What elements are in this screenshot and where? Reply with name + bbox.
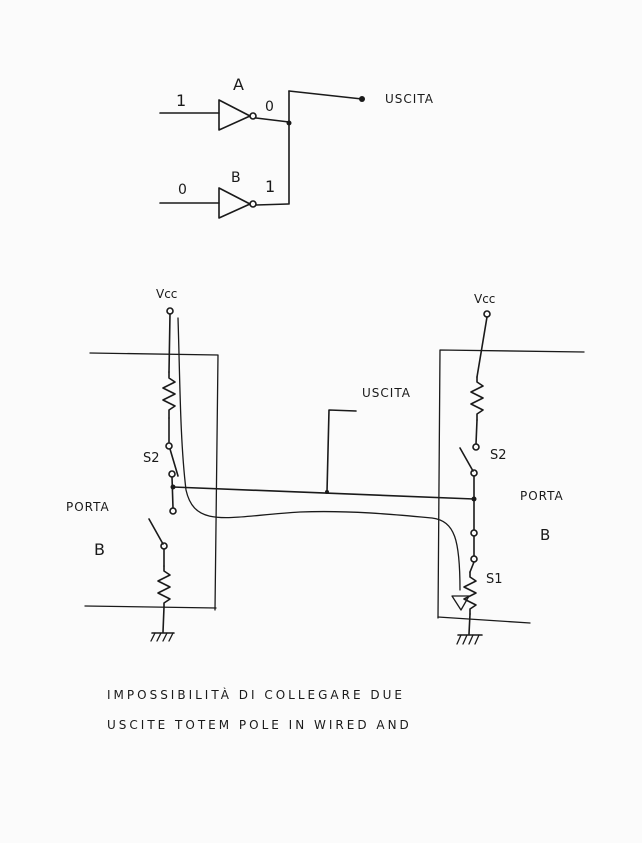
not-gate-b [159,187,289,219]
gate-right-title: PORTA [520,489,564,503]
current-path [177,317,470,611]
gate-right-boundary [437,349,585,624]
vcc-right-label: Vcc [474,292,495,306]
output-connection [170,409,477,502]
input-a-value: 1 [176,91,186,110]
caption: IMPOSSIBILITÀ DI COLLEGARE DUE USCITE TO… [107,687,412,732]
vcc-left-label: Vcc [156,287,177,301]
totem-pole-circuit: Vcc Vcc USCITA S2 S2 S1 PORTA B PORTA B [66,287,585,645]
output-b-value: 1 [265,177,275,196]
left-totem-pole [148,307,179,642]
output-flag [326,409,357,493]
ground-right-icon [456,634,483,645]
gate-b-label: B [231,170,241,186]
ground-left-icon [150,632,175,642]
gate-right-letter: B [540,526,550,544]
resistor-right-top [470,376,484,421]
wired-output-line [286,90,365,205]
circuit-output-label: USCITA [362,386,411,400]
right-totem-pole [456,310,491,645]
resistor-right-bottom [463,571,477,615]
gate-a-label: A [233,75,244,94]
s2-right-label: S2 [490,448,507,463]
s2-left-label: S2 [143,451,160,466]
gate-left-letter: B [94,540,105,559]
resistor-left-top [162,371,176,419]
input-b-value: 0 [178,182,187,198]
output-a-value: 0 [265,99,274,115]
gate-left-boundary [84,352,219,611]
current-arrow-icon [451,595,470,611]
caption-line-1: IMPOSSIBILITÀ DI COLLEGARE DUE [107,687,405,702]
switch-s2-left [169,448,179,477]
gate-left-title: PORTA [66,500,110,514]
switch-s2-right [459,447,474,472]
not-gate-a [159,99,290,131]
caption-line-2: USCITE TOTEM POLE IN WIRED AND [107,718,412,732]
resistor-left-bottom [157,565,171,608]
logic-output-label: USCITA [385,92,434,106]
s1-right-label: S1 [486,572,503,587]
switch-s1-left [148,518,164,545]
logic-diagram: A B 1 0 0 1 USCITA [159,75,434,219]
